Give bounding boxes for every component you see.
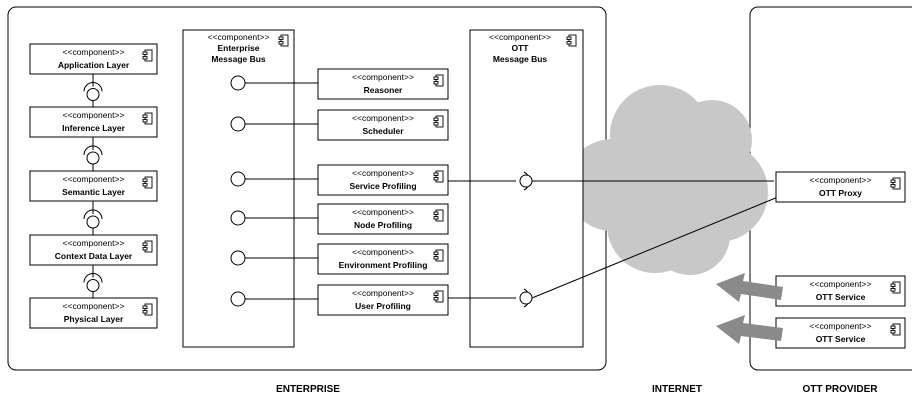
component-stereotype: <<component>> [352, 72, 414, 82]
semantic-layer: <<component>> Semantic Layer [29, 170, 158, 202]
region-label-enterprise: ENTERPRISE [276, 384, 340, 395]
ott-service-arrow [716, 273, 783, 344]
component-icon [433, 249, 444, 262]
component-name: Scheduler [362, 126, 404, 136]
ott-proxy: <<component>> OTT Proxy [775, 171, 906, 203]
component-stereotype: <<component>> [352, 288, 414, 298]
lollipop-interface [230, 75, 318, 91]
region-label-internet: INTERNET [652, 384, 702, 395]
component-stereotype: <<component>> [63, 174, 125, 184]
lollipop-interface [230, 171, 318, 187]
region-label-ott-provider: OTT PROVIDER [802, 384, 878, 395]
component-stereotype: <<component>> [810, 279, 872, 289]
bus-name-line-2: Message Bus [211, 54, 266, 64]
bus-name-line-1: OTT [512, 43, 530, 53]
node-profiling: <<component>> Node Profiling [317, 203, 449, 235]
component-name: Application Layer [58, 60, 130, 70]
component-stereotype: <<component>> [352, 247, 414, 257]
layer-connector [83, 74, 103, 107]
application-layer: <<component>> Application Layer [29, 43, 158, 75]
ott-service-1: <<component>> OTT Service [775, 275, 906, 307]
component-name: Semantic Layer [62, 187, 126, 197]
component-name: Inference Layer [62, 123, 126, 133]
internet-cloud [566, 85, 768, 275]
lollipop-interface [230, 250, 318, 266]
component-stereotype: <<component>> [63, 47, 125, 57]
ott-connections [448, 171, 779, 308]
component-name: Service Profiling [349, 181, 416, 191]
component-icon [278, 34, 289, 47]
component-name: OTT Proxy [819, 188, 862, 198]
lollipop-interface [230, 116, 318, 132]
bus-name-line-1: Enterprise [217, 43, 259, 53]
component-name: Physical Layer [64, 314, 124, 324]
component-icon [433, 209, 444, 222]
component-name: OTT Service [816, 334, 866, 344]
component-stereotype: <<component>> [810, 321, 872, 331]
component-stereotype: <<component>> [810, 175, 872, 185]
layer-connector [83, 265, 103, 298]
bus-stereotype: <<component>> [208, 32, 270, 42]
component-name: Reasoner [364, 85, 403, 95]
component-stereotype: <<component>> [352, 168, 414, 178]
component-stereotype: <<component>> [352, 207, 414, 217]
component-icon [433, 115, 444, 128]
component-icon [433, 74, 444, 87]
user-profiling: <<component>> User Profiling [317, 284, 449, 316]
component-stereotype: <<component>> [63, 301, 125, 311]
environment-profiling: <<component>> Environment Profiling [317, 243, 449, 275]
component-icon [433, 170, 444, 183]
component-icon [890, 323, 901, 336]
component-icon [566, 34, 577, 47]
component-icon [142, 303, 153, 316]
layer-connector [83, 201, 103, 235]
component-icon [433, 290, 444, 303]
service-profiling: <<component>> Service Profiling [317, 164, 449, 196]
component-icon [890, 281, 901, 294]
inference-layer: <<component>> Inference Layer [29, 106, 158, 138]
component-stereotype: <<component>> [63, 110, 125, 120]
component-icon [142, 240, 153, 253]
bus-stereotype: <<component>> [489, 32, 551, 42]
component-icon [142, 112, 153, 125]
reasoner: <<component>> Reasoner [317, 68, 449, 100]
component-icon [890, 177, 901, 190]
ott-service-2: <<component>> OTT Service [775, 317, 906, 349]
layer-connector [83, 137, 103, 171]
bus-name-line-2: Message Bus [493, 54, 548, 64]
scheduler: <<component>> Scheduler [317, 109, 449, 141]
component-icon [142, 49, 153, 62]
lollipop-interface [230, 210, 318, 226]
component-name: Context Data Layer [55, 251, 133, 261]
physical-layer: <<component>> Physical Layer [29, 297, 158, 329]
component-name: User Profiling [355, 301, 411, 311]
component-stereotype: <<component>> [63, 238, 125, 248]
component-stereotype: <<component>> [352, 113, 414, 123]
context-data-layer: <<component>> Context Data Layer [29, 234, 158, 266]
lollipop-interface [230, 291, 318, 307]
component-name: Environment Profiling [339, 260, 428, 270]
component-icon [142, 176, 153, 189]
component-name: OTT Service [816, 292, 866, 302]
component-name: Node Profiling [354, 220, 412, 230]
